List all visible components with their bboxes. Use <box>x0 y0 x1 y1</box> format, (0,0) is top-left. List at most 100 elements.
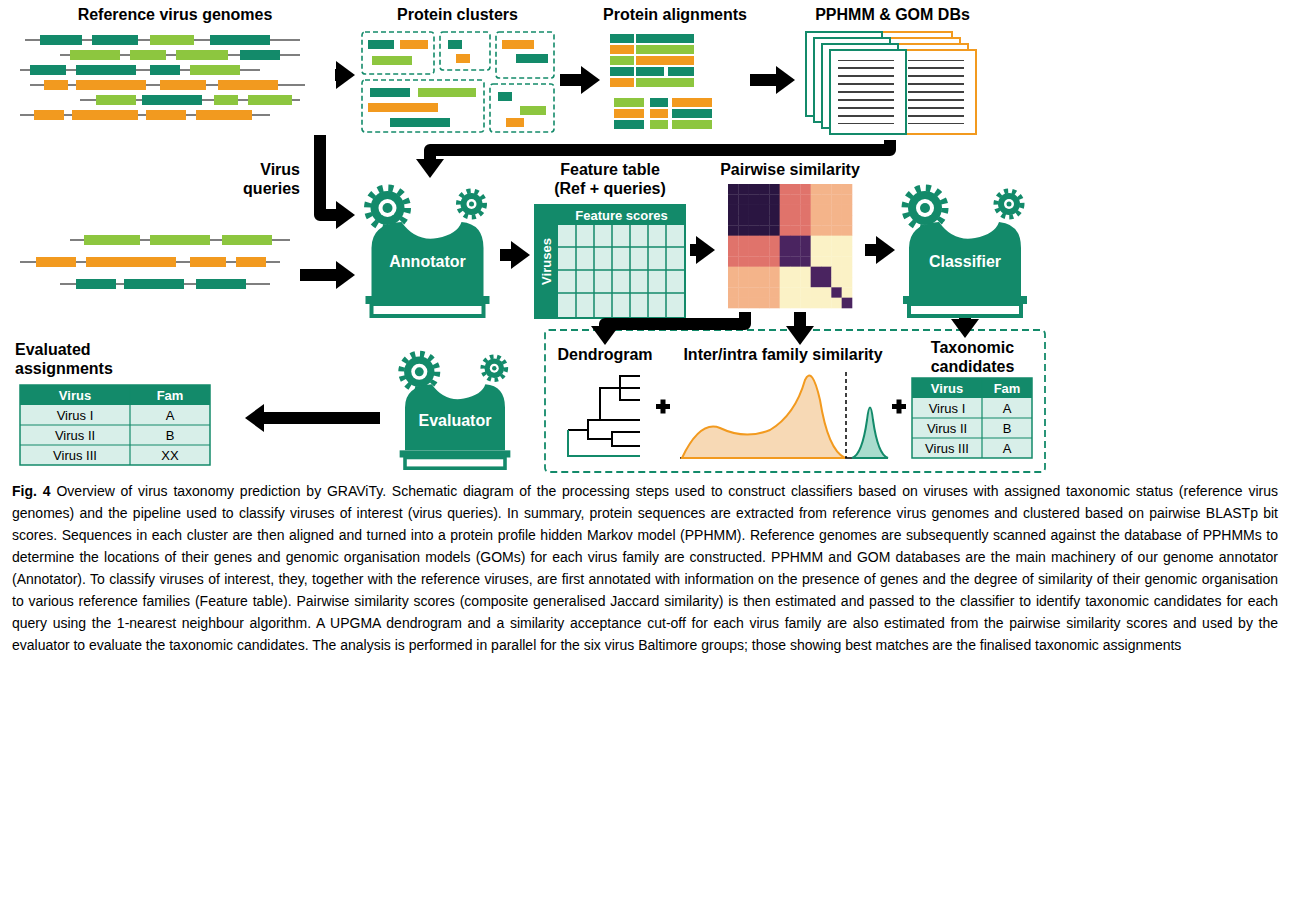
table-cell: Virus II <box>20 425 130 445</box>
arrowhead <box>951 319 979 338</box>
heatmap-cell <box>738 287 749 298</box>
heatmap-cell <box>831 287 842 298</box>
gene-block <box>196 279 246 289</box>
heatmap-cell <box>831 215 842 226</box>
figure-node: Reference virus genomes <box>15 5 335 135</box>
step-heading: Pairwise similarity <box>715 160 865 179</box>
gene-block <box>130 50 166 60</box>
heatmap-cell <box>759 267 770 278</box>
heatmap-cell <box>800 184 811 195</box>
table-cell: B <box>982 418 1032 438</box>
protein-cluster-boxes <box>362 32 554 132</box>
heatmap-cell <box>790 277 801 288</box>
heatmap-cell <box>811 246 822 257</box>
heatmap-cell <box>780 194 791 205</box>
heatmap-cell <box>769 215 780 226</box>
gene-block <box>190 65 240 75</box>
figure-caption: Overview of virus taxonomy prediction by… <box>12 483 1278 653</box>
table-cell: B <box>130 425 210 445</box>
heatmap-cell <box>821 205 832 216</box>
heatmap-cell <box>800 256 811 267</box>
heatmap-cell <box>821 287 832 298</box>
heatmap-cell <box>738 215 749 226</box>
figure-node: Pairwise similarity <box>715 160 865 312</box>
heatmap-cell <box>811 236 822 247</box>
heatmap-cell <box>842 184 853 195</box>
table-header: Feature scores <box>558 205 685 225</box>
heatmap-cell <box>749 298 760 309</box>
step-heading: Taxonomic candidates <box>905 338 1040 376</box>
figure-node: Inter/intra family similarity <box>672 345 894 465</box>
heatmap-cell <box>749 225 760 236</box>
gene-block <box>86 257 176 267</box>
gene-block <box>150 65 180 75</box>
heatmap-cell <box>749 256 760 267</box>
machines <box>366 188 1028 468</box>
gene-block <box>146 110 186 120</box>
figure-node: Evaluated assignments <box>15 340 245 468</box>
heatmap-cell <box>821 298 832 309</box>
heatmap-cell <box>831 298 842 309</box>
table-cell: Virus II <box>912 418 982 438</box>
flow-arrow <box>786 312 814 345</box>
heatmap-cell <box>759 184 770 195</box>
gene-block <box>70 50 120 60</box>
feature-table-grid <box>535 205 685 318</box>
step-heading: Protein alignments <box>600 5 750 24</box>
arrowhead <box>581 66 600 94</box>
heatmap-cell <box>759 277 770 288</box>
arrowhead <box>336 201 355 229</box>
heatmap-cell <box>769 287 780 298</box>
alignment-bars <box>610 34 712 129</box>
figure-node: Dendrogram <box>555 345 655 465</box>
gene-block <box>72 110 138 120</box>
heatmap-cell <box>800 246 811 257</box>
flow-arrow <box>690 236 715 264</box>
heatmap-cell <box>728 256 739 267</box>
heatmap-cell <box>749 194 760 205</box>
heatmap-cell <box>842 246 853 257</box>
heatmap-cell <box>769 184 780 195</box>
gene-block <box>218 80 278 90</box>
heatmap-cell <box>738 246 749 257</box>
table-header: Virus <box>912 378 982 398</box>
heatmap-cell <box>738 194 749 205</box>
heatmap-cell <box>769 205 780 216</box>
heatmap-cell <box>738 267 749 278</box>
machine-label: Classifier <box>895 252 1035 271</box>
heatmap-cell <box>842 194 853 205</box>
heatmap-cell <box>738 205 749 216</box>
gene-block <box>36 257 76 267</box>
heatmap-cell <box>790 184 801 195</box>
heatmap-cell <box>811 277 822 288</box>
table-cell: XX <box>130 445 210 465</box>
gene-block <box>76 279 116 289</box>
flow-arrow <box>500 241 530 269</box>
heatmap-cell <box>831 194 842 205</box>
heatmap-cell <box>728 267 739 278</box>
gene-block <box>160 80 206 90</box>
flow-arrow <box>951 318 979 338</box>
heatmap-cell <box>790 194 801 205</box>
heatmap-cell <box>821 225 832 236</box>
heatmap-cell <box>749 246 760 257</box>
heatmap-cell <box>811 298 822 309</box>
heatmap-cell <box>821 184 832 195</box>
arrowhead <box>786 326 814 345</box>
heatmap-cell <box>780 215 791 226</box>
gene-block <box>150 35 194 45</box>
heatmap-cell <box>842 215 853 226</box>
gene-block <box>240 50 280 60</box>
arrowhead <box>876 236 895 264</box>
heatmap-cell <box>790 246 801 257</box>
step-heading: Feature table (Ref + queries) <box>548 160 673 198</box>
heatmap-cell <box>738 277 749 288</box>
arrow-shaft <box>320 135 338 215</box>
row-header: Viruses <box>535 215 558 308</box>
heatmap-cell <box>811 225 822 236</box>
arrow-shaft <box>605 312 745 328</box>
step-heading: Protein clusters <box>355 5 560 24</box>
heatmap-cell <box>800 298 811 309</box>
heatmap-cell <box>821 236 832 247</box>
